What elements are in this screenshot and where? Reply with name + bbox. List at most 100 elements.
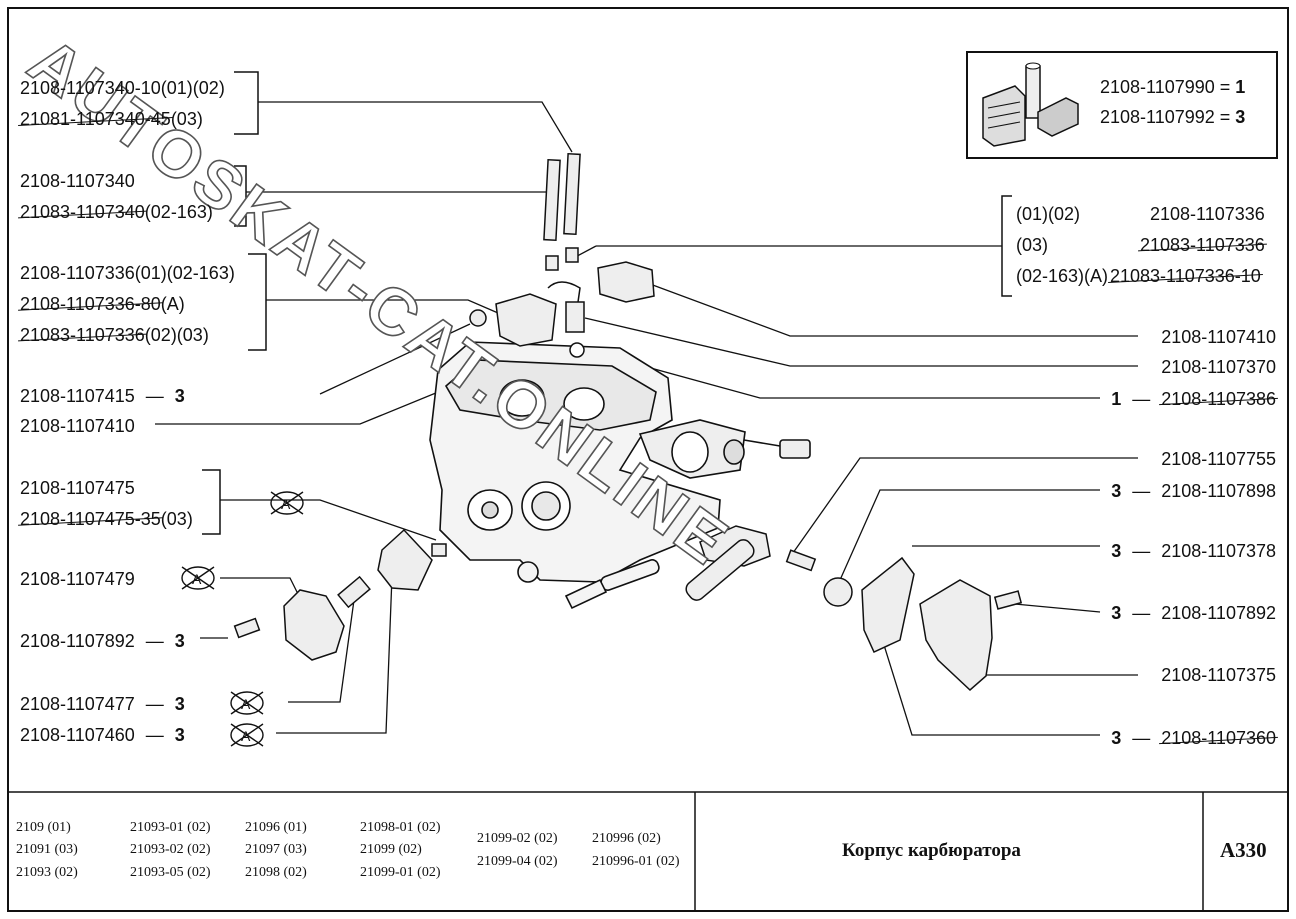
left-callout: 2108-1107479 [20,568,135,590]
model-code: 21098 (02) [245,865,307,880]
right-callout: 2108-1107410 [1161,326,1276,348]
part-number: 2108-1107898 [1161,481,1276,501]
part-number: 2108-1107370 [1161,357,1276,377]
kit-part-number: 2108-1107990 [1100,77,1215,97]
left-callout: 2108-1107340 [20,170,135,192]
superseded-part-number: 21083-1107336 [20,325,145,345]
top-parts [469,152,655,358]
part-number: 2108-1107479 [20,569,135,589]
right-group-part: 2108-1107336 [1150,203,1265,225]
dash: — [1127,541,1156,561]
variant-code: (02)(03) [144,325,209,345]
bracket-group-3 [248,253,267,351]
left-callout: 2108-1107336-80(A) [20,293,185,315]
kit-item: 2108-1107990 = 1 [1100,77,1246,97]
choke-parts [233,528,447,661]
dash: — [140,694,169,714]
left-callout: 2108-1107475-35(03) [20,508,193,530]
model-code: 21099-04 (02) [477,854,558,869]
part-number: 2108-1107755 [1161,449,1276,469]
left-callout: 21083-1107340(02-163) [20,201,213,223]
quantity: 1 [1111,389,1122,409]
part-number: 2108-1107340 [20,171,135,191]
part-number: 2108-1107410 [1161,327,1276,347]
kit-quantity: 1 [1235,77,1246,97]
quantity: 3 [174,386,185,406]
superseded-part-number: 21083-1107336 [1140,235,1265,255]
bracket-group-2 [234,165,247,227]
part-number: 2108-1107892 [1161,603,1276,623]
model-code: 21091 (03) [16,842,78,857]
right-callout: 2108-1107375 [1161,664,1276,686]
part-number: 2108-1107415 [20,386,135,406]
sheet-title: Корпус карбюратора [842,840,1021,861]
model-code: 21099 (02) [360,842,422,857]
quantity: 3 [174,694,185,714]
part-number: 2108-1107375 [1161,665,1276,685]
right-group-part: 21083-1107336-10 [1110,265,1261,287]
left-callout: 2108-1107336(01)(02-163) [20,262,235,284]
dash: — [140,725,169,745]
right-callout: 3 — 2108-1107360 [1111,727,1276,749]
superseded-part-number: 21083-1107340 [20,202,145,222]
part-number: 2108-1107340-10(01)(02) [20,78,225,98]
quantity: 3 [1111,541,1122,561]
right-group-part: 21083-1107336 [1140,234,1265,256]
superseded-part-number: 2108-1107475-35 [20,509,161,529]
part-number: 2108-1107410 [20,416,135,436]
quantity: 3 [1111,603,1122,623]
dash: — [1127,603,1156,623]
model-code: 21099-02 (02) [477,831,558,846]
marker-a: A [281,496,291,512]
model-code: 21097 (03) [245,842,307,857]
kit-part-number: 2108-1107992 [1100,107,1215,127]
kit-box-frame [966,51,1278,159]
bracket-group-4 [202,469,221,535]
left-callout: 2108-1107460 — 3 [20,724,185,746]
model-code: 21099-01 (02) [360,865,441,880]
variant-code: (A) [160,294,185,314]
quantity: 3 [1111,481,1122,501]
part-number: 2108-1107378 [1161,541,1276,561]
left-callout: 21081-1107340-45(03) [20,108,203,130]
leader-lines [155,101,1138,736]
variant-code: (01)(02) [1016,204,1081,224]
solenoid-wire [743,439,811,459]
model-code: 21093-02 (02) [130,842,211,857]
left-callout: 2108-1107475 [20,477,135,499]
superseded-part-number: 2108-1107360 [1161,728,1276,748]
quantity: 3 [1111,728,1122,748]
model-code: 21093 (02) [16,865,78,880]
model-code: 21093-01 (02) [130,820,211,835]
model-code: 21098-01 (02) [360,820,441,835]
part-number: 2108-1107336 [1150,204,1265,224]
dash: — [140,386,169,406]
marker-a: A [192,571,202,587]
dash: — [1127,389,1156,409]
variant-code: (02-163) [144,202,213,222]
quantity: 3 [174,725,185,745]
right-callout: 2108-1107755 [1161,448,1276,470]
repair-kit-icon [982,62,1079,147]
bracket-group-1 [234,71,259,135]
sheet-code: A330 [1220,838,1267,862]
quantity: 3 [174,631,185,651]
marker-a: A [241,728,251,744]
bracket-group-right [1001,195,1012,297]
part-number: 2108-1107892 [20,631,135,651]
carburetor-body [429,341,746,610]
model-code: 21093-05 (02) [130,865,211,880]
part-number: 2108-1107336(01)(02-163) [20,263,235,283]
variant-code: (02-163)(A) [1016,266,1109,286]
left-callout: 2108-1107477 — 3 [20,693,185,715]
left-callout: 2108-1107340-10(01)(02) [20,77,225,99]
superseded-part-number: 21083-1107336-10 [1110,266,1261,286]
dash: — [1127,728,1156,748]
left-callout: 2108-1107892 — 3 [20,630,185,652]
right-callout: 3 — 2108-1107898 [1111,480,1276,502]
left-callout: 2108-1107410 [20,415,135,437]
right-callout: 3 — 2108-1107378 [1111,540,1276,562]
variant-code: (03) [1016,235,1049,255]
right-callout: 2108-1107370 [1161,356,1276,378]
